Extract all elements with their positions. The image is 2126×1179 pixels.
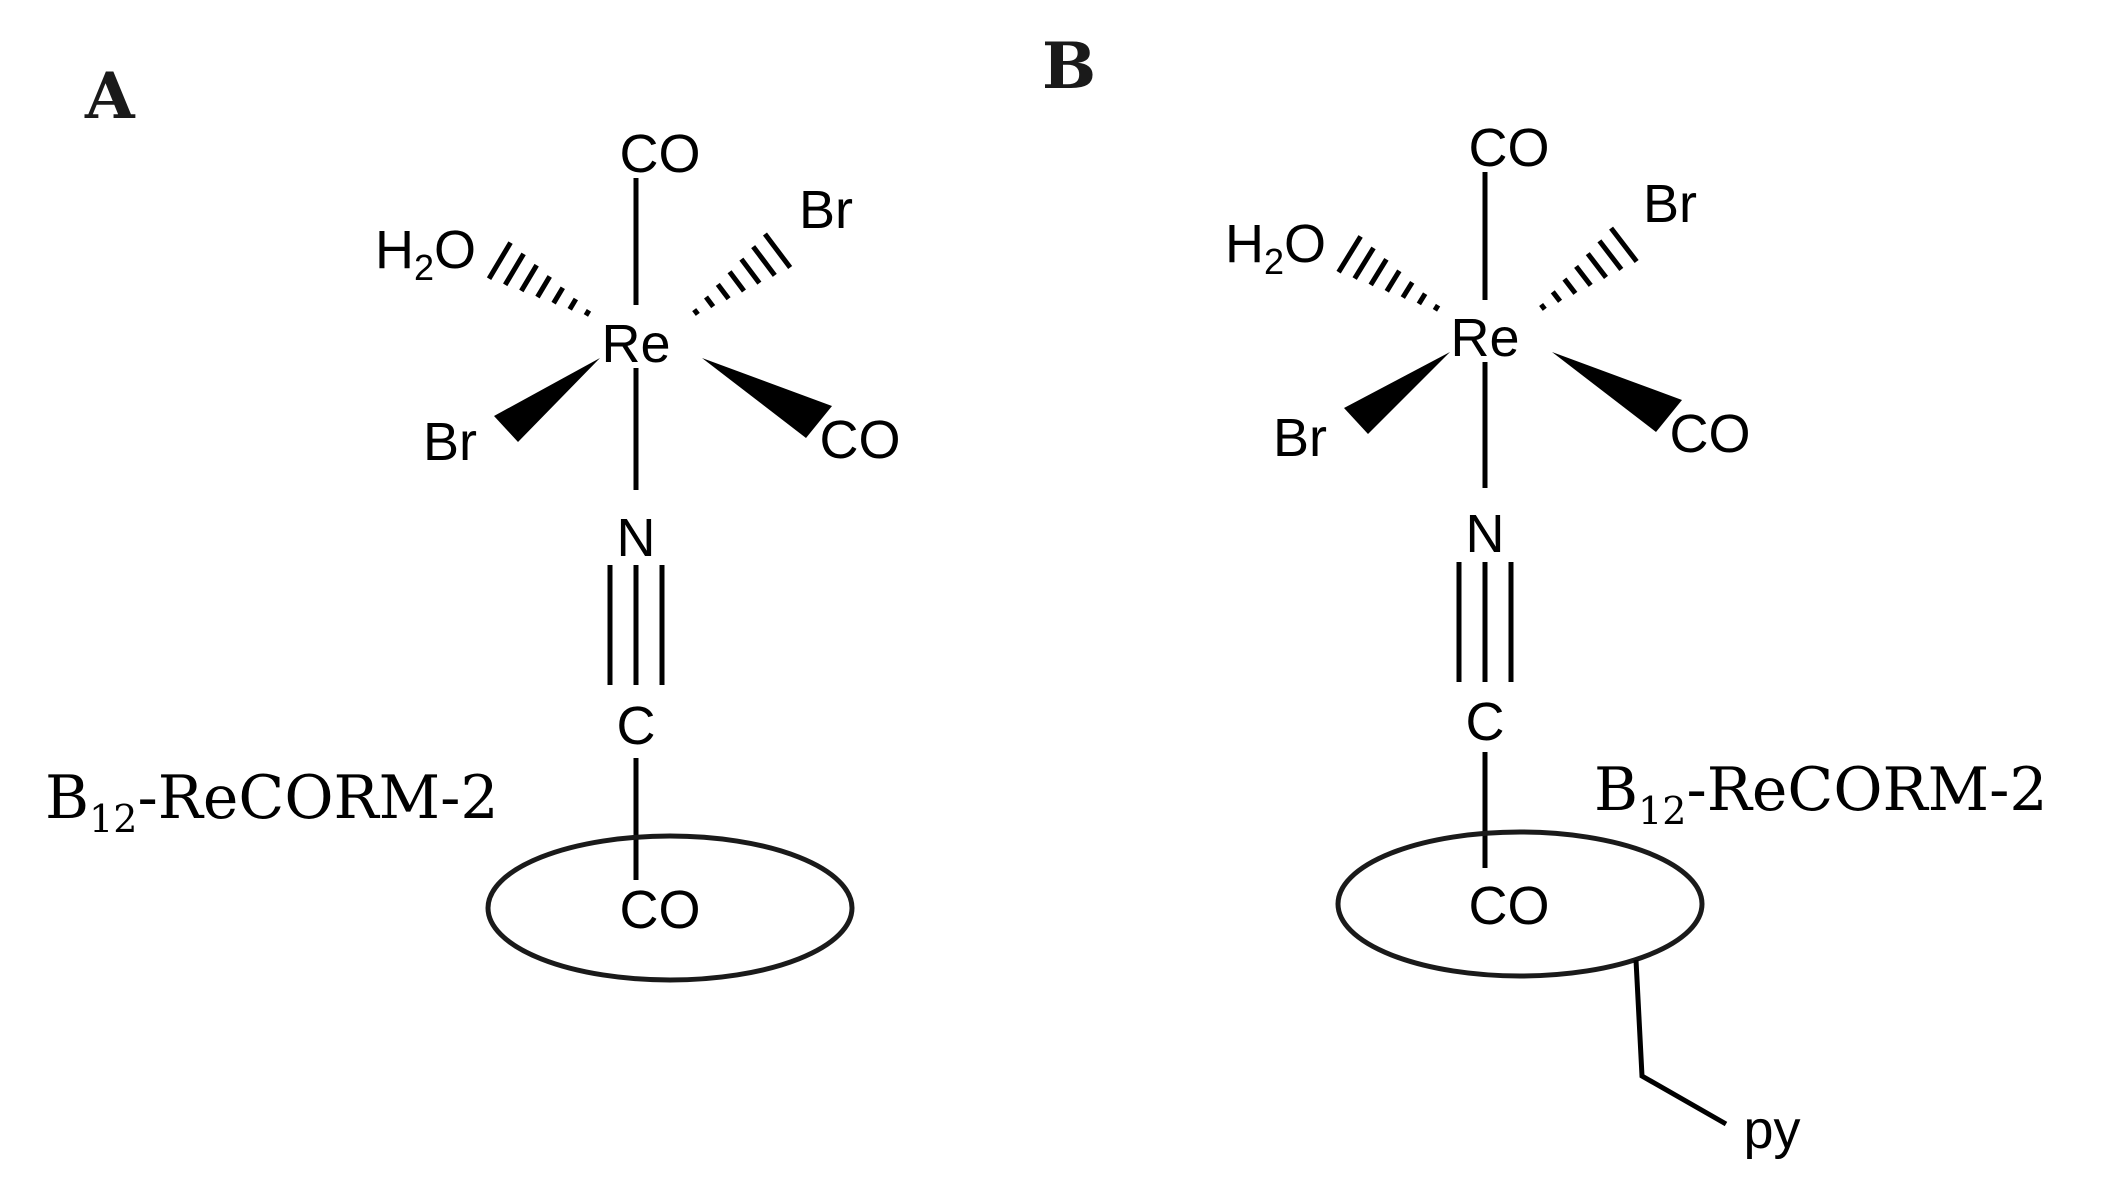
- wedge-bond-br-lower-b: [1344, 352, 1450, 434]
- corrin-ring-b: [1335, 829, 1705, 979]
- wedge-bond-br-lower-a: [494, 358, 600, 442]
- panel-a: A B12-ReCORM-2: [45, 59, 901, 983]
- hashed-bond-water-a: [486, 241, 592, 317]
- bromine-upper-a: Br: [799, 180, 853, 240]
- wedge-bond-co-right-a: [702, 358, 832, 438]
- rhenium-atom-a: Re: [601, 314, 670, 374]
- bromine-upper-b: Br: [1643, 174, 1697, 234]
- compound-name-b: B12-ReCORM-2: [1594, 755, 2048, 833]
- bond-ring-pyridyl-b: [1633, 959, 1728, 1127]
- co-right-b: CO: [1670, 404, 1751, 464]
- panel-label-b: B: [1042, 29, 1096, 104]
- compound-name-a: B12-ReCORM-2: [45, 763, 499, 841]
- co-ring-a: CO: [620, 880, 701, 940]
- nitrogen-atom-b: N: [1466, 504, 1505, 564]
- pyridyl-group-b: py: [1743, 1100, 1800, 1160]
- rhenium-atom-b: Re: [1450, 308, 1519, 368]
- hashed-bond-water-b: [1336, 235, 1441, 312]
- hashed-bond-br-upper-b: [1539, 226, 1639, 311]
- panel-label-a: A: [84, 59, 136, 134]
- co-ring-b: CO: [1469, 876, 1550, 936]
- corrin-ring-a: [485, 833, 855, 983]
- co-top-a: CO: [620, 124, 701, 184]
- wedge-bond-co-right-b: [1552, 352, 1682, 432]
- co-top-b: CO: [1469, 118, 1550, 178]
- co-right-a: CO: [820, 410, 901, 470]
- carbon-atom-b: C: [1466, 692, 1505, 752]
- panel-b: B B12-ReCORM-2: [1042, 29, 2048, 1160]
- bromine-lower-b: Br: [1273, 408, 1327, 468]
- bromine-lower-a: Br: [423, 412, 477, 472]
- hashed-bond-br-upper-a: [692, 232, 793, 316]
- water-ligand-b: H2O: [1225, 214, 1326, 282]
- carbon-atom-a: C: [617, 696, 656, 756]
- nitrogen-atom-a: N: [617, 508, 656, 568]
- water-ligand-a: H2O: [375, 220, 476, 288]
